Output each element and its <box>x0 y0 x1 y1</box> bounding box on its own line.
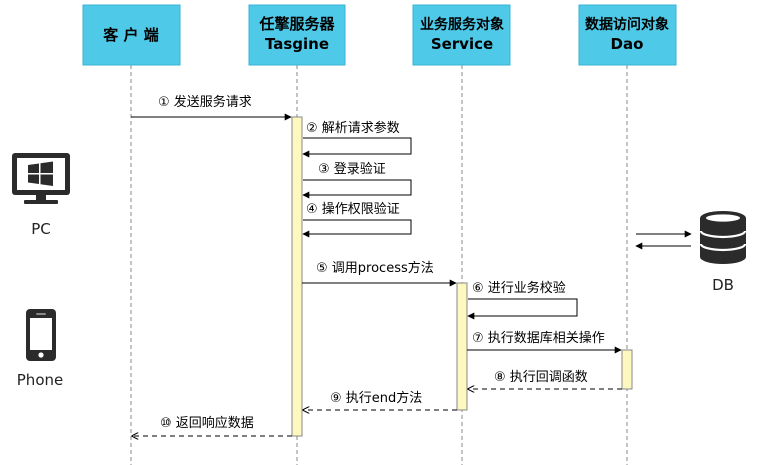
pc-device: PC <box>12 153 70 238</box>
participant-service-sublabel: Service <box>431 35 493 53</box>
message-2-label: ② 解析请求参数 <box>306 120 400 136</box>
desktop-monitor-icon <box>12 153 70 204</box>
participant-tasgine-sublabel: Tasgine <box>265 35 329 53</box>
phone-device: Phone <box>17 309 63 389</box>
message-1-label: ① 发送服务请求 <box>158 94 252 110</box>
message-6-label: ⑥ 进行业务校验 <box>472 280 566 296</box>
smartphone-icon <box>26 309 56 361</box>
message-3-label: ③ 登录验证 <box>318 161 386 177</box>
phone-label: Phone <box>17 371 63 389</box>
message-9-label: ⑨ 执行end方法 <box>330 390 422 406</box>
participant-tasgine: 任擎服务器 Tasgine <box>248 4 346 66</box>
participant-client: 客 户 端 <box>82 4 181 66</box>
message-10-label: ⑩ 返回响应数据 <box>160 415 254 431</box>
participant-service-label: 业务服务对象 <box>420 16 504 33</box>
activation-dao <box>621 349 633 390</box>
message-7-label: ⑦ 执行数据库相关操作 <box>472 330 605 346</box>
activation-service <box>456 282 468 411</box>
message-4: ④ 操作权限验证 <box>302 201 412 238</box>
message-9: ⑨ 执行end方法 <box>303 390 457 410</box>
message-5-label: ⑤ 调用process方法 <box>316 260 434 276</box>
message-10: ⑩ 返回响应数据 <box>132 415 292 436</box>
database-icon <box>699 211 747 264</box>
participant-dao-label: 数据访问对象 <box>585 16 669 33</box>
db-label: DB <box>712 276 734 294</box>
participant-dao-sublabel: Dao <box>611 35 644 53</box>
activation-tasgine <box>291 116 303 437</box>
participant-client-label: 客 户 端 <box>102 26 158 44</box>
message-6: ⑥ 进行业务校验 <box>467 280 578 320</box>
message-5: ⑤ 调用process方法 <box>302 260 457 287</box>
participant-service: 业务服务对象 Service <box>412 4 511 66</box>
pc-label: PC <box>31 220 51 238</box>
message-8: ⑧ 执行回调函数 <box>468 370 622 389</box>
message-2: ② 解析请求参数 <box>302 120 412 158</box>
message-1: ① 发送服务请求 <box>131 94 292 121</box>
message-3: ③ 登录验证 <box>302 161 412 199</box>
db-device: DB <box>699 211 747 294</box>
message-7: ⑦ 执行数据库相关操作 <box>467 330 622 354</box>
participant-tasgine-label: 任擎服务器 <box>258 15 335 33</box>
participant-dao: 数据访问对象 Dao <box>578 4 677 66</box>
message-4-label: ④ 操作权限验证 <box>306 201 400 217</box>
message-8-label: ⑧ 执行回调函数 <box>494 370 588 385</box>
dao-db-link <box>635 230 692 250</box>
